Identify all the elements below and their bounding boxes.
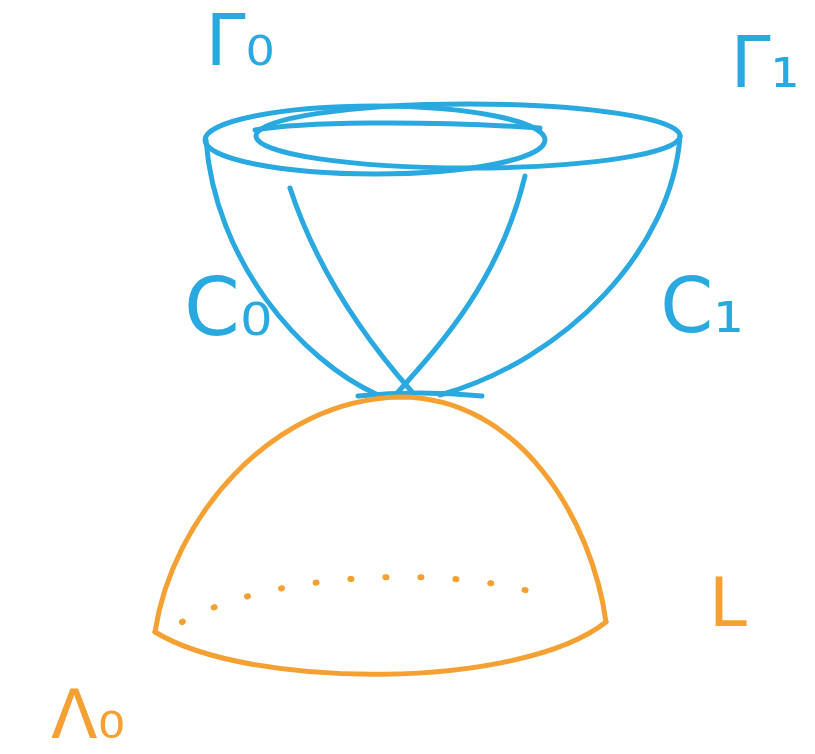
cobordism-label: C₁ (660, 268, 744, 344)
pinch-line (358, 393, 482, 396)
c1-outer-side (440, 136, 680, 395)
c0-inner-side (290, 188, 412, 392)
dome-base-front (155, 622, 606, 674)
inner-rim-stroke (255, 123, 540, 130)
dome (155, 397, 606, 632)
boundary-label: Γ₁ (731, 26, 800, 98)
c1-inner-side (398, 176, 525, 392)
blue-cobordism (205, 104, 680, 396)
boundary-label: Γ₀ (206, 4, 275, 76)
cobordism-label: C₀ (184, 268, 272, 348)
gamma1-rim (256, 104, 680, 168)
curve-label: Λ₀ (51, 681, 125, 749)
filling-label: L (709, 569, 747, 637)
orange-filling (155, 397, 606, 674)
dome-base-back (182, 577, 556, 622)
